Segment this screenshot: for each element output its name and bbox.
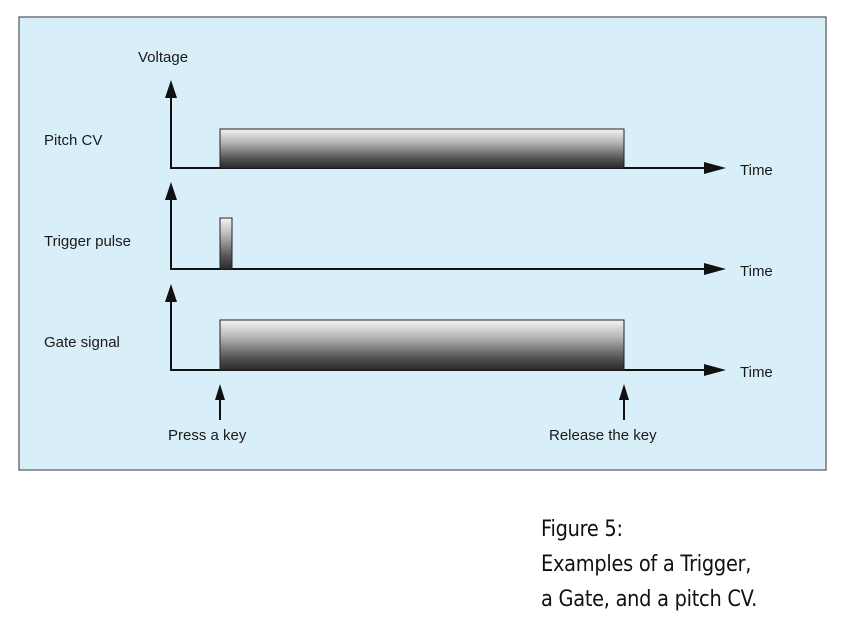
pitch-cv-y-arrowhead: [165, 80, 177, 98]
press-key-label: Press a key: [168, 427, 247, 444]
pitch-cv-row: Pitch CV Time: [44, 80, 773, 179]
trigger-pulse: [219, 217, 233, 270]
release-key-marker: Release the key: [549, 384, 657, 444]
gate-time-arrowhead: [704, 364, 726, 376]
trigger-time-arrowhead: [704, 263, 726, 275]
diagram-panel: [18, 16, 827, 471]
press-key-marker: Press a key: [168, 384, 247, 444]
gate-pulse: [219, 319, 625, 371]
pitch-cv-pulse: [219, 128, 625, 169]
trigger-y-arrowhead: [165, 182, 177, 200]
caption-line-2: Examples of a Trigger,: [541, 552, 752, 577]
release-key-label: Release the key: [549, 427, 657, 444]
gate-time-label: Time: [740, 364, 773, 381]
pitch-cv-time-arrowhead: [704, 162, 726, 174]
gate-signal-label: Gate signal: [44, 334, 120, 351]
figure-caption: Figure 5: Examples of a Trigger, a Gate,…: [541, 512, 805, 617]
pitch-cv-label: Pitch CV: [44, 132, 102, 149]
gate-y-arrowhead: [165, 284, 177, 302]
trigger-pulse-row: Trigger pulse Time: [44, 182, 773, 280]
caption-line-1: Figure 5:: [541, 517, 623, 542]
press-arrowhead: [215, 384, 225, 400]
pitch-cv-time-label: Time: [740, 162, 773, 179]
caption-line-3: a Gate, and a pitch CV.: [541, 587, 757, 612]
trigger-time-label: Time: [740, 263, 773, 280]
gate-signal-row: Gate signal Time: [44, 284, 773, 381]
voltage-axis-label: Voltage: [138, 49, 188, 66]
trigger-pulse-label: Trigger pulse: [44, 233, 131, 250]
release-arrowhead: [619, 384, 629, 400]
